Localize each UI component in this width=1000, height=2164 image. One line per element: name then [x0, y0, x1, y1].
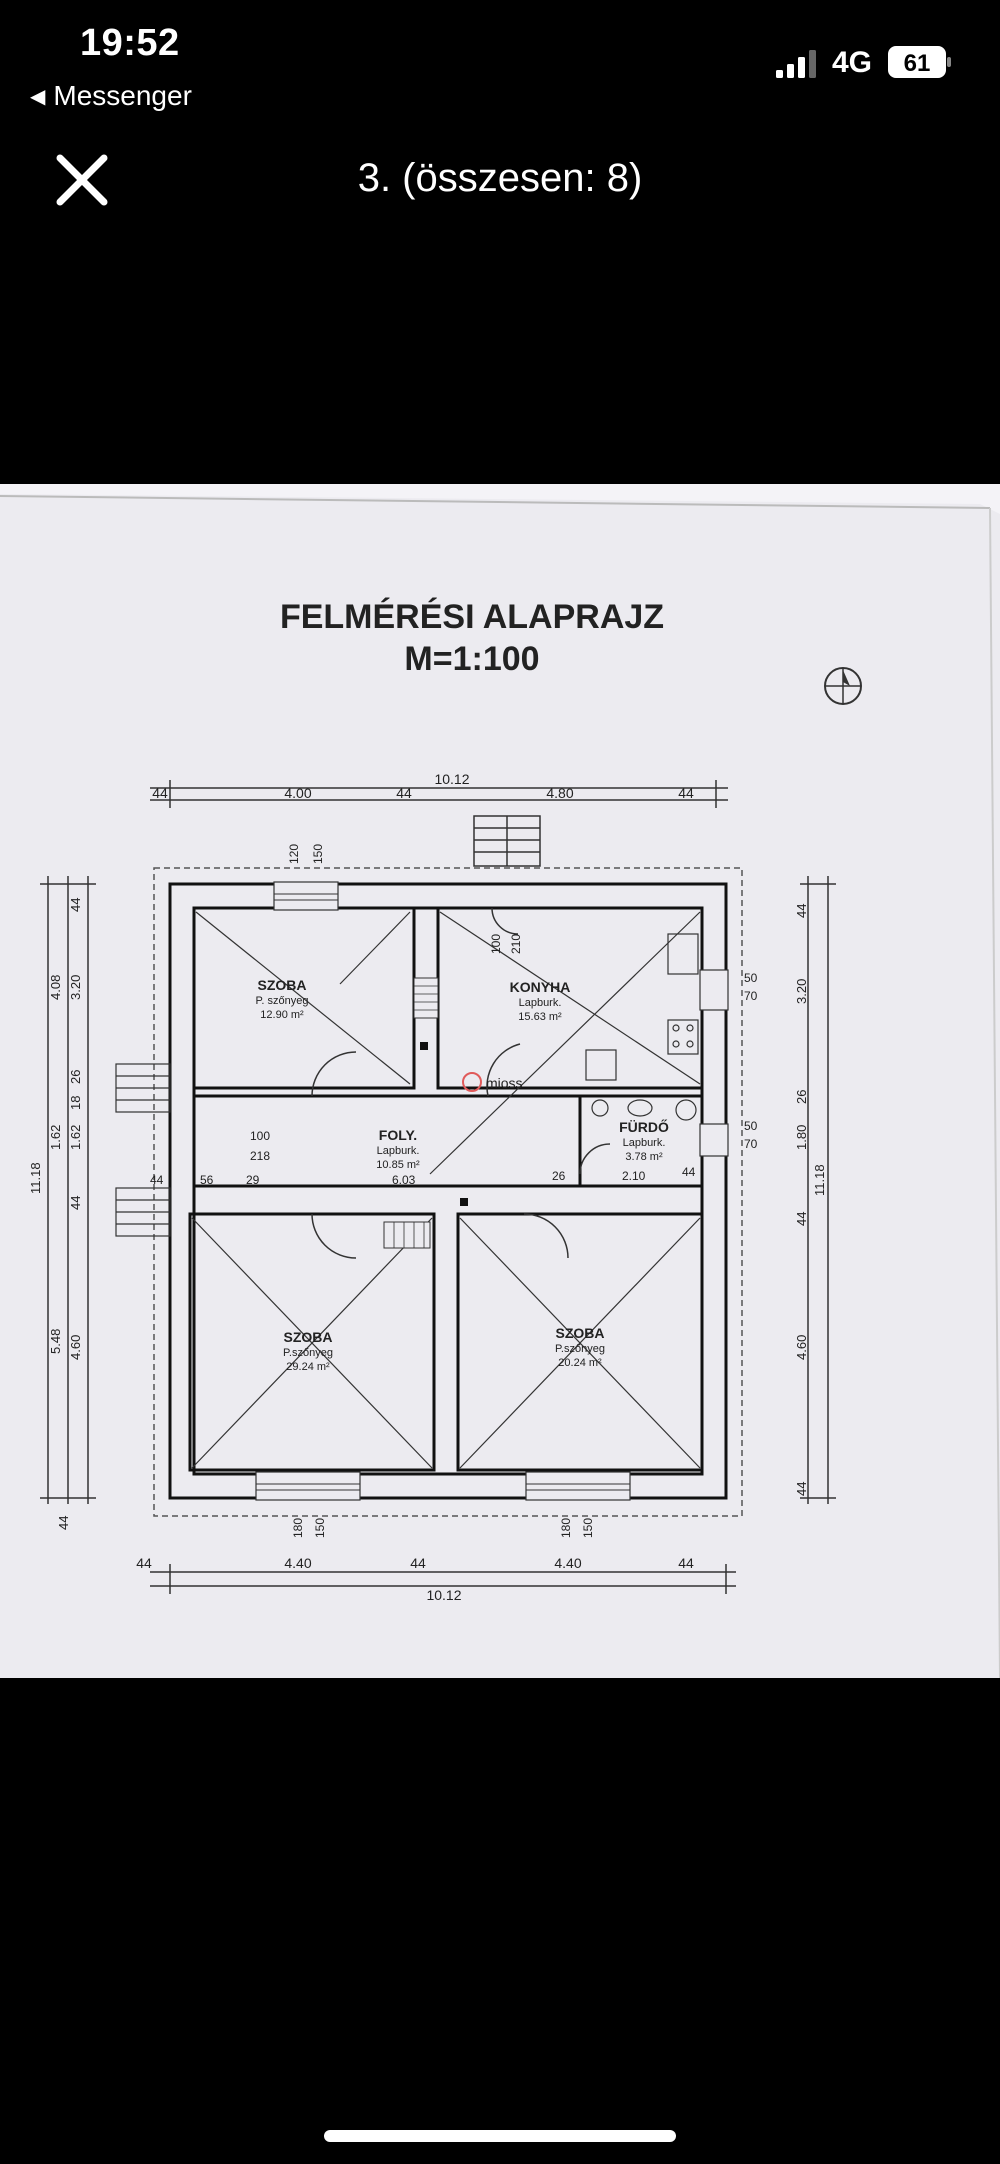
top-dim-wall-left: 44	[152, 785, 168, 801]
corridor-dim-a: 100	[250, 1129, 270, 1143]
left-dim-f: 4.60	[68, 1335, 83, 1360]
dim-kitchen-window-b: 70	[744, 989, 758, 1003]
left-dim-w1: 44	[68, 898, 83, 912]
left-dim-b: 4.08	[48, 975, 63, 1000]
room-szoba-1: SZOBA P. szőnyeg 12.90 m²	[255, 977, 308, 1021]
battery-level: 61	[904, 50, 931, 77]
top-dim-seg2: 4.80	[546, 785, 573, 801]
close-button[interactable]	[52, 150, 112, 210]
dim-bath-window-a: 50	[744, 1119, 758, 1133]
battery-icon: 61	[888, 46, 951, 78]
room-name: FÜRDŐ	[619, 1118, 669, 1135]
room-name: SZOBA	[556, 1325, 605, 1341]
back-triangle-icon: ◀	[30, 85, 46, 108]
room-konyha: KONYHA Lapburk. 15.63 m²	[510, 979, 571, 1023]
corridor-dim-i: 44	[150, 1173, 164, 1187]
left-dim-w3: 44	[56, 1516, 71, 1530]
room-floor: P.szőnyeg	[283, 1347, 333, 1359]
right-dim-a: 3.20	[794, 979, 809, 1004]
top-dim-seg1: 4.00	[284, 785, 311, 801]
back-app-label: Messenger	[53, 80, 192, 111]
corridor-dim-e: 6.03	[392, 1173, 416, 1187]
room-name: SZOBA	[258, 977, 307, 993]
dim-bottom-window1-a: 180	[291, 1518, 305, 1538]
plan-title: FELMÉRÉSI ALAPRAJZ	[280, 598, 664, 636]
left-dim-total: 11.18	[28, 1162, 43, 1194]
left-dim-e: 1.62	[68, 1125, 83, 1150]
dim-bottom-window1-b: 150	[313, 1518, 327, 1538]
room-area: 29.24 m²	[286, 1361, 330, 1373]
dim-kitchen-window-a: 50	[744, 971, 758, 985]
room-floor: Lapburk.	[519, 997, 562, 1009]
entrance-stairs	[473, 815, 541, 867]
home-indicator[interactable]	[324, 2130, 676, 2142]
room-folyoso: FOLY. Lapburk. 10.85 m²	[376, 1127, 420, 1171]
photo-counter-title: 3. (összesen: 8)	[357, 156, 643, 200]
bottom-dim-wall-mid: 44	[410, 1555, 426, 1571]
left-dim-d: 1.62	[48, 1125, 63, 1150]
top-dim-wall-mid: 44	[396, 785, 412, 801]
room-name: KONYHA	[510, 979, 571, 995]
watermark: mioss	[462, 1072, 523, 1092]
dim-bottom-window2-a: 180	[559, 1518, 573, 1538]
dim-bottom-window2-b: 150	[581, 1518, 595, 1538]
left-dim-h: 18	[68, 1096, 83, 1110]
network-type: 4G	[832, 46, 873, 79]
status-time: 19:52	[80, 22, 180, 64]
dim-top-window-b: 150	[311, 844, 325, 864]
watermark-text: mioss	[486, 1075, 523, 1091]
right-dim-w1: 44	[794, 904, 809, 918]
corridor-dim-b: 218	[250, 1149, 270, 1163]
corridor-dim-g: 2.10	[622, 1169, 646, 1183]
dim-top-window-a: 120	[287, 844, 301, 864]
left-dim-g: 26	[68, 1070, 83, 1084]
room-floor: Lapburk.	[377, 1145, 420, 1157]
close-icon	[56, 154, 108, 206]
room-szoba-2: SZOBA P.szőnyeg 29.24 m²	[283, 1329, 333, 1373]
bottom-dim-wall-right: 44	[678, 1555, 694, 1571]
north-arrow-icon	[824, 667, 862, 705]
room-area: 15.63 m²	[518, 1011, 562, 1023]
room-area: 12.90 m²	[260, 1009, 304, 1021]
room-furdo: FÜRDŐ Lapburk. 3.78 m²	[619, 1118, 669, 1163]
corridor-dim-c: 56	[200, 1173, 214, 1187]
right-dim-w3: 44	[794, 1482, 809, 1496]
dim-door-a: 100	[489, 934, 503, 954]
corridor-dim-f: 26	[552, 1169, 566, 1183]
floor-plan-photo[interactable]: FELMÉRÉSI ALAPRAJZ M=1:100 10.12 44 4.00…	[0, 484, 1000, 1678]
room-szoba-3: SZOBA P.szőnyeg 20.24 m²	[555, 1325, 605, 1369]
dim-door-b: 210	[509, 934, 523, 954]
room-floor: P. szőnyeg	[255, 995, 308, 1007]
left-dim-a: 5.48	[48, 1329, 63, 1354]
room-name: FOLY.	[379, 1127, 417, 1143]
left-dim-c: 3.20	[68, 975, 83, 1000]
right-dim-total: 11.18	[812, 1164, 827, 1196]
top-dim-wall-right: 44	[678, 785, 694, 801]
room-floor: P.szőnyeg	[555, 1343, 605, 1355]
right-dim-c: 4.60	[794, 1335, 809, 1360]
bottom-dim-total: 10.12	[426, 1587, 461, 1603]
room-name: SZOBA	[284, 1329, 333, 1345]
dim-bath-window-b: 70	[744, 1137, 758, 1151]
back-to-app-link[interactable]: ◀ Messenger	[30, 80, 192, 112]
right-dim-b: 1.80	[794, 1125, 809, 1150]
right-dim-d: 26	[794, 1090, 809, 1104]
room-area: 20.24 m²	[558, 1357, 602, 1369]
left-dim-w2: 44	[68, 1196, 83, 1210]
bottom-dim-seg2: 4.40	[554, 1555, 581, 1571]
signal-icon	[776, 50, 816, 78]
room-floor: Lapburk.	[623, 1137, 666, 1149]
corridor-dim-h: 44	[682, 1165, 696, 1179]
right-dim-w2: 44	[794, 1212, 809, 1226]
bottom-dim-wall-left: 44	[136, 1555, 152, 1571]
room-area: 10.85 m²	[376, 1159, 420, 1171]
plan-scale: M=1:100	[404, 640, 539, 678]
room-area: 3.78 m²	[625, 1151, 663, 1163]
side-stairs	[115, 1063, 171, 1237]
bottom-dim-seg1: 4.40	[284, 1555, 311, 1571]
corridor-dim-d: 29	[246, 1173, 260, 1187]
top-dim-total: 10.12	[434, 771, 469, 787]
